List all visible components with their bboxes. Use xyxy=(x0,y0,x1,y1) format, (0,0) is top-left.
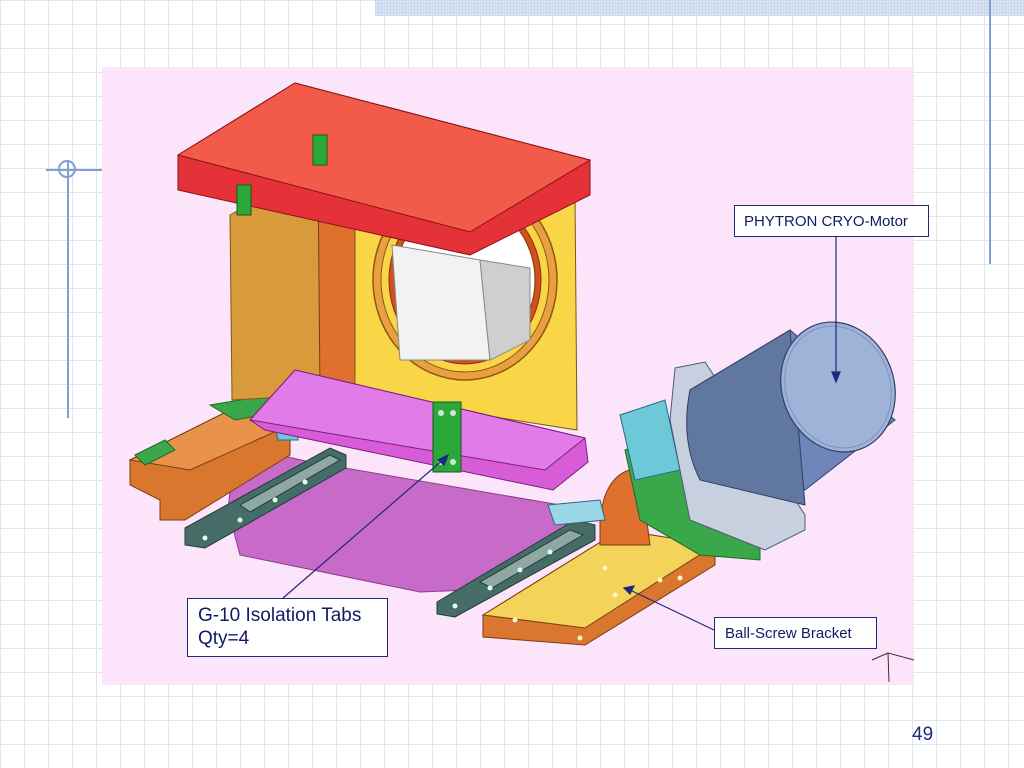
top-plate xyxy=(176,82,592,256)
post-right xyxy=(312,134,328,166)
axis-triad xyxy=(871,652,915,683)
g10-tabs-callout: G-10 Isolation Tabs Qty=4 xyxy=(187,598,388,657)
bracket-callout: Ball-Screw Bracket xyxy=(714,617,877,649)
left-bracket xyxy=(128,394,299,521)
motor-body xyxy=(686,321,896,506)
left-decor-circle xyxy=(58,160,76,178)
left-rail xyxy=(184,447,347,549)
right-decor-line xyxy=(989,0,991,264)
ball-screw-bracket xyxy=(481,467,717,646)
page-number: 49 xyxy=(912,724,934,745)
leader-lines xyxy=(282,237,841,631)
g10-tab xyxy=(432,401,462,473)
left-decor-line xyxy=(67,160,69,418)
motor-callout: PHYTRON CRYO-Motor xyxy=(734,205,929,237)
top-decor-band xyxy=(375,0,1024,16)
post-left xyxy=(236,184,252,216)
g10-tabs-callout-line2: Qty=4 xyxy=(198,628,250,649)
g10-tabs-callout-line1: G-10 Isolation Tabs xyxy=(198,605,362,626)
